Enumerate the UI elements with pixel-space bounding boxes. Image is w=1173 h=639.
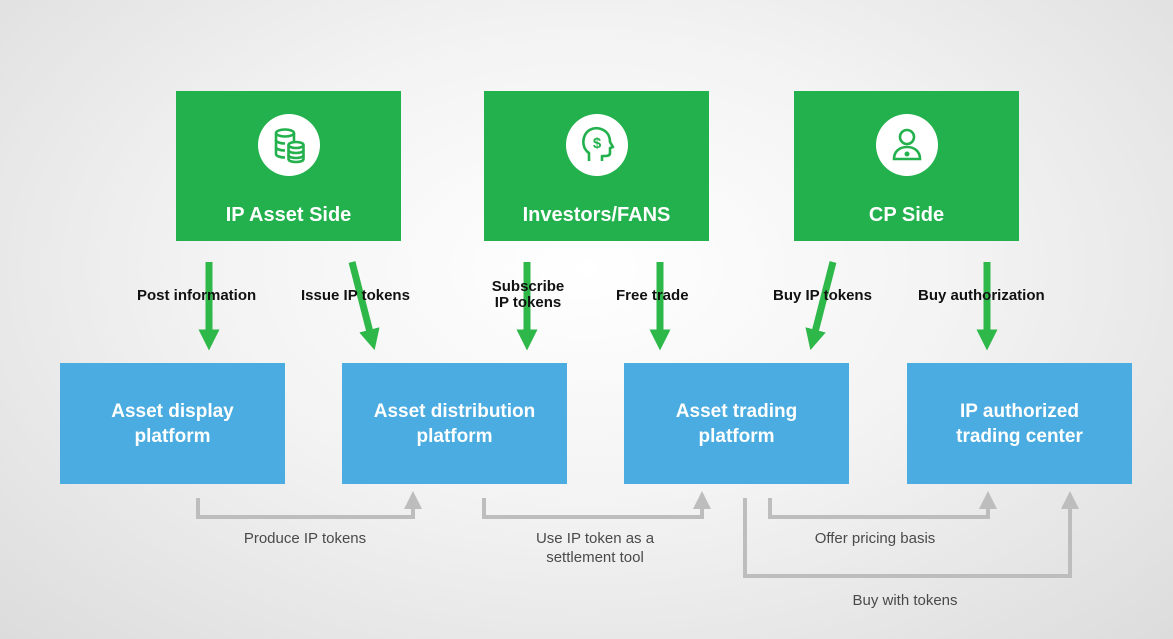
free-trade-label: Free trade: [616, 287, 689, 304]
asset-trading-line-2: platform: [698, 425, 775, 447]
asset-distribution-line-1: Asset distribution: [373, 400, 536, 422]
connector-settlement-tool: [482, 491, 711, 519]
buy-authorization-label: Buy authorization: [918, 287, 1045, 304]
user-badge-icon: [875, 114, 938, 176]
buy-ip-tokens-label: Buy IP tokens: [773, 287, 872, 304]
ip-authorized-trading-center-box: IP authorized trading center: [907, 363, 1132, 484]
asset-trading-platform-box: Asset trading platform: [624, 363, 849, 484]
settlement-line-2: settlement tool: [546, 549, 644, 566]
connector-offer-pricing-basis: [768, 491, 997, 519]
produce-ip-tokens-label: Produce IP tokens: [243, 530, 367, 547]
arrow-buy-ip-tokens: [805, 261, 837, 351]
subscribe-line-1: Subscribe: [491, 278, 565, 295]
ip-authorized-line-1: IP authorized: [960, 400, 1079, 422]
connector-buy-with-tokens: [743, 491, 1079, 578]
ip-authorized-line-2: trading center: [956, 425, 1083, 447]
asset-display-line-2: platform: [134, 425, 211, 447]
connector-produce-ip-tokens: [196, 491, 422, 519]
investors-fans-box: $ Investors/FANS: [484, 91, 709, 241]
asset-distribution-line-2: platform: [416, 425, 493, 447]
asset-trading-line-1: Asset trading: [675, 400, 798, 422]
settlement-tool-label: Use IP token as a settlement tool: [495, 529, 695, 567]
subscribe-line-2: IP tokens: [494, 294, 562, 311]
ip-asset-side-box: IP Asset Side: [176, 91, 401, 241]
database-coins-icon: [257, 114, 320, 176]
cp-side-label: CP Side: [868, 204, 945, 226]
offer-pricing-basis-label: Offer pricing basis: [814, 530, 936, 547]
asset-display-line-1: Asset display: [111, 400, 234, 422]
post-information-label: Post information: [137, 287, 257, 304]
svg-text:$: $: [592, 135, 601, 152]
arrow-issue-ip-tokens: [348, 261, 380, 351]
investors-fans-label: Investors/FANS: [522, 204, 671, 226]
settlement-line-1: Use IP token as a: [535, 530, 655, 547]
ip-asset-side-label: IP Asset Side: [225, 204, 352, 226]
head-dollar-icon: $: [565, 114, 628, 176]
asset-display-platform-box: Asset display platform: [60, 363, 285, 484]
asset-distribution-platform-box: Asset distribution platform: [342, 363, 567, 484]
subscribe-ip-tokens-label: Subscribe IP tokens: [482, 279, 574, 311]
cp-side-box: CP Side: [794, 91, 1019, 241]
issue-ip-tokens-label: Issue IP tokens: [301, 287, 410, 304]
buy-with-tokens-label: Buy with tokens: [852, 592, 958, 609]
